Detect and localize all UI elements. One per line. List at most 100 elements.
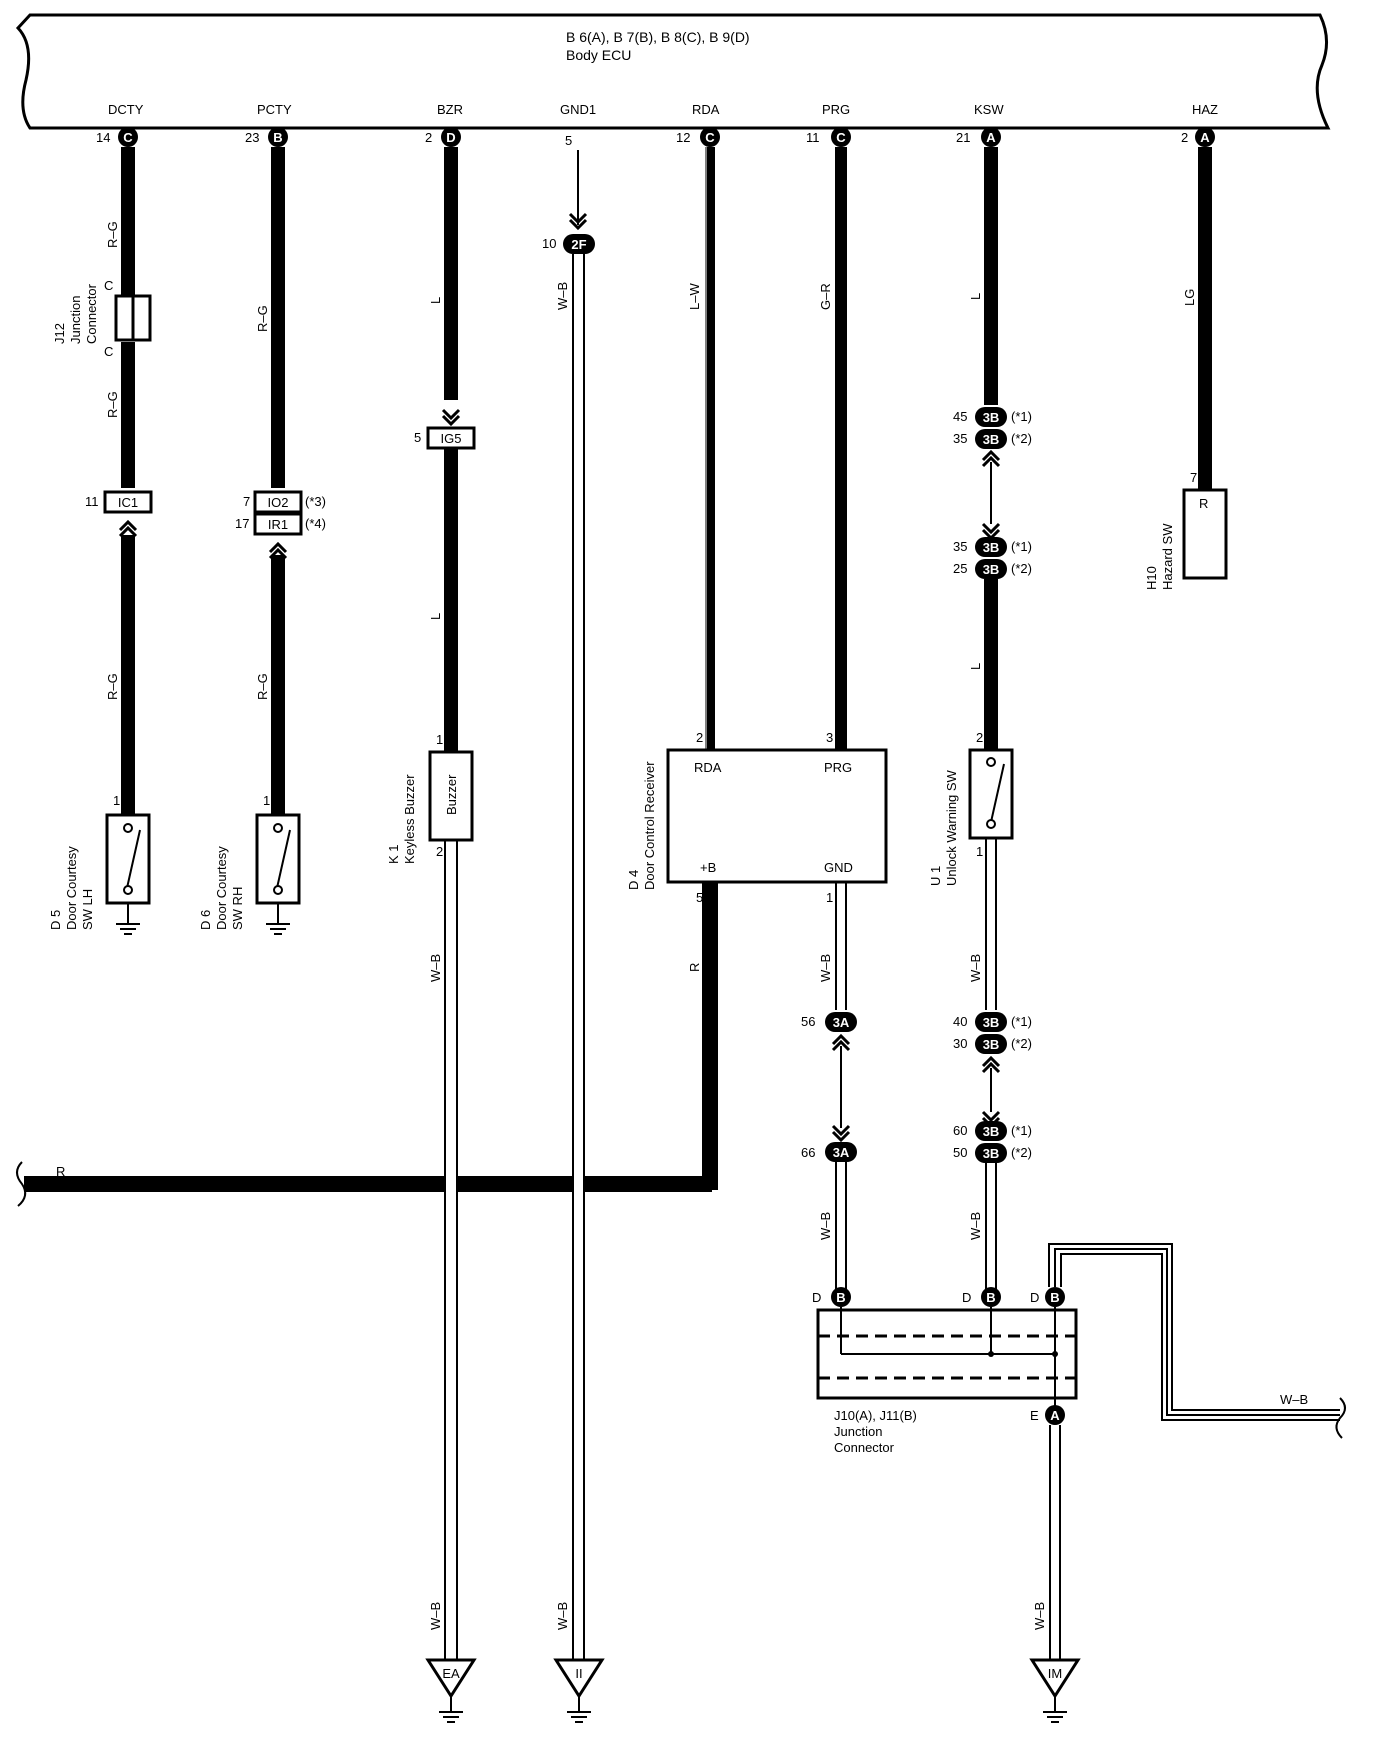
wire-ksw-upper: L	[968, 293, 983, 300]
ecu-terminals: DCTY PCTY BZR GND1 RDA PRG KSW HAZ 14 23…	[96, 102, 1218, 148]
svg-text:3A: 3A	[833, 1015, 850, 1030]
svg-text:60: 60	[953, 1123, 967, 1138]
svg-text:R: R	[1199, 496, 1208, 511]
wire-ksw-mid: L	[968, 663, 983, 670]
wire-jc-ground: W–B	[1032, 1602, 1047, 1630]
conn-circle-rda: C	[700, 127, 720, 147]
svg-text:H10: H10	[1144, 566, 1159, 590]
svg-text:SW RH: SW RH	[230, 887, 245, 930]
inline-connector-3b-45: 45 3B (*1)	[953, 407, 1032, 427]
d5-door-courtesy-switch: 1 D 5 Door Courtesy SW LH	[48, 793, 151, 935]
terminal-dcty-label: DCTY	[108, 102, 144, 117]
svg-text:25: 25	[953, 561, 967, 576]
pin-bzr: 2	[425, 130, 432, 145]
svg-text:3B: 3B	[983, 432, 1000, 447]
inline-connector-ig5: 5 IG5	[414, 426, 476, 450]
conn-circle-haz: A	[1195, 127, 1215, 147]
svg-text:(*1): (*1)	[1011, 539, 1032, 554]
svg-text:Door Control Receiver: Door Control Receiver	[642, 761, 657, 890]
pin-ksw: 21	[956, 130, 970, 145]
r-power-bus: R	[16, 880, 718, 1207]
wire-dcty-lower: R–G	[105, 673, 120, 700]
pin-haz: 2	[1181, 130, 1188, 145]
pin-gnd1: 5	[565, 133, 572, 148]
svg-text:1: 1	[436, 732, 443, 747]
svg-text:(*2): (*2)	[1011, 1036, 1032, 1051]
wire-gnd1: W–B	[555, 282, 570, 310]
wire-gnd1-ground: W–B	[555, 1602, 570, 1630]
svg-text:3B: 3B	[983, 540, 1000, 555]
svg-text:3B: 3B	[983, 1015, 1000, 1030]
svg-text:1: 1	[263, 793, 270, 808]
inline-connector-3b-35a: 35 3B (*2)	[953, 429, 1032, 449]
svg-text:7: 7	[1190, 470, 1197, 485]
body-ecu-box: B 6(A), B 7(B), B 8(C), B 9(D) Body ECU	[15, 13, 1331, 130]
svg-text:1: 1	[826, 890, 833, 905]
svg-text:3: 3	[826, 730, 833, 745]
svg-text:D 4: D 4	[626, 870, 641, 890]
svg-text:PRG: PRG	[824, 760, 852, 775]
ground-ea: EA	[425, 1658, 477, 1723]
inline-connector-3a-56: 56 3A	[801, 1012, 857, 1052]
wire-bzr-lower: W–B	[428, 954, 443, 982]
svg-text:5: 5	[414, 430, 421, 445]
svg-text:B: B	[1050, 1290, 1059, 1305]
wire-unlock-gnd2: W–B	[968, 1212, 983, 1240]
svg-text:3B: 3B	[983, 1037, 1000, 1052]
svg-text:2: 2	[696, 730, 703, 745]
svg-text:(*2): (*2)	[1011, 561, 1032, 576]
conn-circle-prg: C	[831, 127, 851, 147]
svg-text:GND: GND	[824, 860, 853, 875]
wire-prg-gnd: W–B	[818, 954, 833, 982]
conn-circle-dcty: C	[118, 127, 138, 147]
svg-text:U 1: U 1	[928, 866, 943, 886]
svg-text:D: D	[962, 1290, 971, 1305]
svg-text:Junction: Junction	[68, 296, 83, 344]
terminal-prg-label: PRG	[822, 102, 850, 117]
conn-circle-pcty: B	[268, 127, 288, 147]
pin-rda: 12	[676, 130, 690, 145]
svg-text:IO2: IO2	[268, 495, 289, 510]
svg-text:C: C	[836, 130, 846, 145]
svg-text:5: 5	[696, 890, 703, 905]
terminal-ksw-label: KSW	[974, 102, 1004, 117]
pin-prg: 11	[806, 130, 820, 145]
wire-bzr-ground: W–B	[428, 1602, 443, 1630]
wire-left-bus: R	[56, 1164, 65, 1179]
terminal-rda-label: RDA	[692, 102, 720, 117]
svg-text:(*3): (*3)	[305, 494, 326, 509]
inline-connector-3b-40: 40 3B (*1)	[953, 1012, 1032, 1032]
svg-text:10: 10	[542, 236, 556, 251]
wire-dcty-mid: R–G	[105, 391, 120, 418]
svg-text:Connector: Connector	[834, 1440, 895, 1455]
svg-text:(*2): (*2)	[1011, 431, 1032, 446]
ecu-connectors-label: B 6(A), B 7(B), B 8(C), B 9(D)	[566, 29, 750, 45]
k1-keyless-buzzer: 1 Buzzer 2 K 1 Keyless Buzzer	[386, 732, 474, 864]
svg-text:1: 1	[113, 793, 120, 808]
inline-connector-3b-30: 30 3B (*2)	[953, 1034, 1032, 1054]
wire-dcty-upper: R–G	[105, 221, 120, 248]
svg-text:Junction: Junction	[834, 1424, 882, 1439]
svg-text:Keyless Buzzer: Keyless Buzzer	[402, 774, 417, 864]
wire-jc-out: W–B	[1280, 1392, 1308, 1407]
wire-plus-b: R	[687, 963, 702, 972]
svg-text:2: 2	[436, 844, 443, 859]
wire-unlock-gnd: W–B	[968, 954, 983, 982]
svg-text:EA: EA	[442, 1666, 460, 1681]
svg-text:A: A	[1050, 1408, 1060, 1423]
svg-text:J10(A), J11(B): J10(A), J11(B)	[834, 1408, 917, 1423]
svg-text:17: 17	[235, 516, 249, 531]
svg-text:35: 35	[953, 431, 967, 446]
svg-text:Connector: Connector	[84, 283, 99, 344]
jc-ground-circuit: W–B IM	[1029, 1425, 1081, 1723]
inline-connector-3b-60: 60 3B (*1)	[953, 1121, 1032, 1141]
svg-text:45: 45	[953, 409, 967, 424]
svg-text:3A: 3A	[833, 1145, 850, 1160]
svg-text:B: B	[273, 130, 282, 145]
svg-text:+B: +B	[700, 860, 716, 875]
svg-text:Hazard SW: Hazard SW	[1160, 523, 1175, 590]
j12-junction-connector: C C J12 Junction Connector	[52, 278, 152, 359]
svg-text:A: A	[986, 130, 996, 145]
ground-im: IM	[1029, 1658, 1081, 1723]
